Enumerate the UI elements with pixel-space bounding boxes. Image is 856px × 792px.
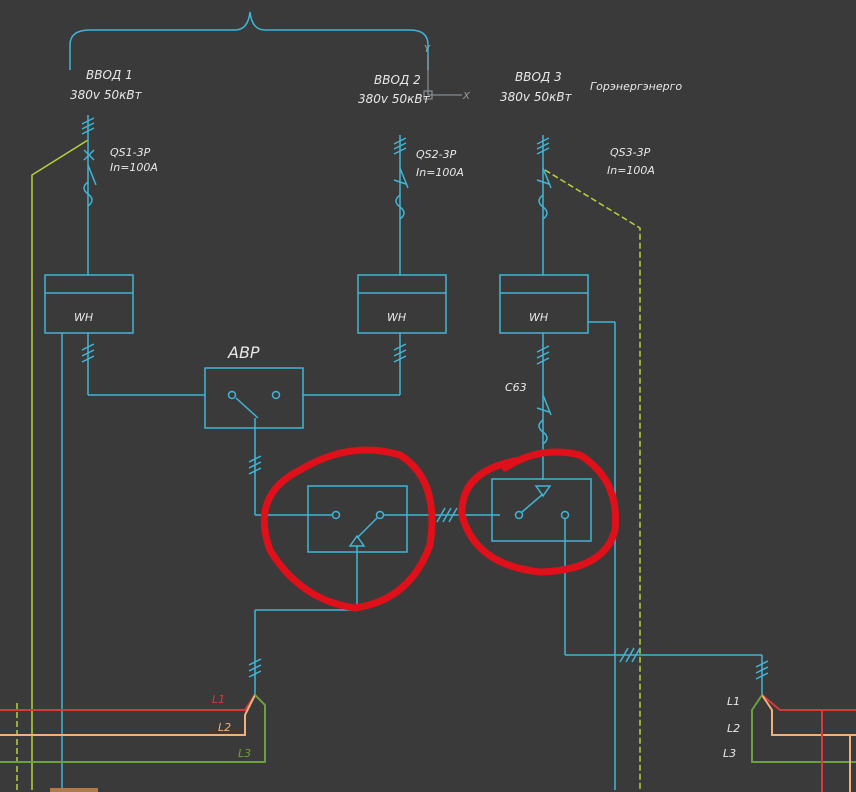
input-2-name: ВВОД 2 (374, 73, 421, 87)
markup-circle-1 (260, 446, 436, 612)
phase-bus-left (0, 658, 266, 763)
phase-right-l2: L2 (727, 722, 740, 735)
input-group-brace (69, 11, 429, 70)
input-3-current: In=100A (607, 164, 655, 177)
breaker-c63-label: C63 (505, 381, 527, 394)
input-2-rating: 380v 50кВт (358, 92, 431, 106)
avr-switch (204, 367, 304, 515)
input-3-note: Горэнергэнерго (590, 80, 682, 93)
phase-bus-right (751, 660, 856, 792)
input-3-meter: WH (529, 311, 548, 324)
input-3-breaker: QS3-3P (610, 146, 651, 159)
ground-conductor-left (16, 139, 89, 790)
input-3-name: ВВОД 3 (515, 70, 562, 84)
bottom-edge-marker (50, 788, 98, 792)
input-1-meter: WH (74, 311, 93, 324)
input-1-rating: 380v 50кВт (70, 88, 143, 102)
input-2-meter: WH (387, 311, 406, 324)
input-3-rating: 380v 50кВт (500, 90, 573, 104)
phase-left-l2: L2 (218, 721, 231, 734)
ucs-icon (423, 55, 462, 100)
phase-left-l3: L3 (238, 747, 251, 760)
phase-left-l1: L1 (212, 693, 225, 706)
markup-circle-2 (458, 448, 620, 576)
ucs-x-label: X (462, 91, 471, 102)
ground-conductor-right (544, 169, 641, 790)
transfer-switch-2 (491, 478, 763, 695)
input-1-feeder (44, 115, 205, 790)
phase-right-l3: L3 (723, 747, 736, 760)
input-1-current: In=100A (110, 161, 158, 174)
phase-right-l1: L1 (727, 695, 740, 708)
input-2-current: In=100A (416, 166, 464, 179)
input-2-feeder (303, 135, 447, 396)
avr-label: АВР (227, 343, 260, 362)
ucs-y-label: Y (424, 44, 431, 55)
input-1-breaker: QS1-3P (110, 146, 151, 159)
input-1-name: ВВОД 1 (86, 68, 133, 82)
input-2-breaker: QS2-3P (416, 148, 457, 161)
